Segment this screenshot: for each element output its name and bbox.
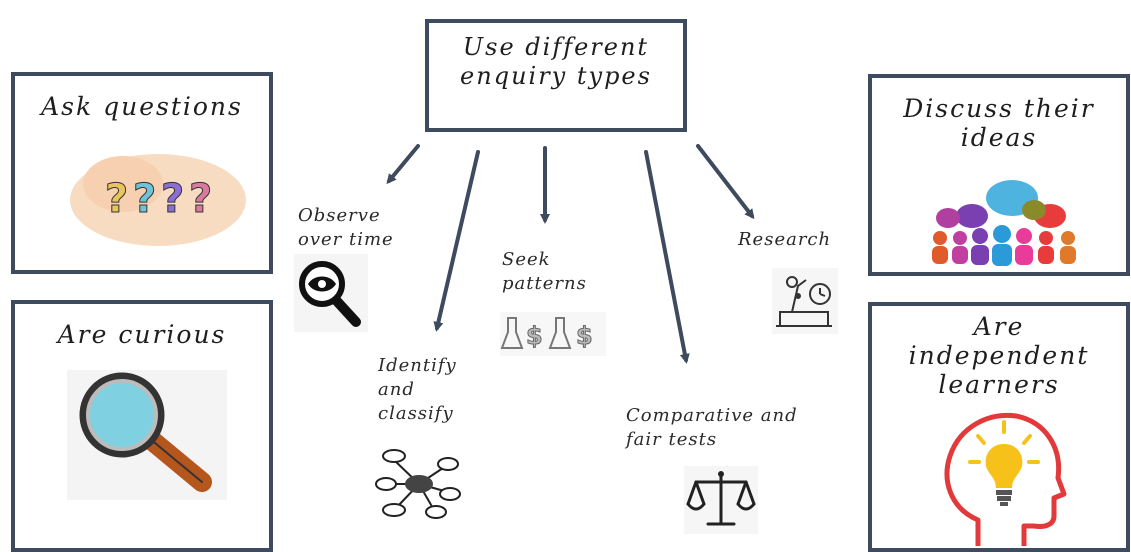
arrow-observe <box>386 144 420 185</box>
svg-text:?: ? <box>189 176 212 222</box>
seek-patterns-label: Seek patterns <box>502 249 587 294</box>
classify-tree-icon <box>375 449 461 519</box>
svg-text:?: ? <box>133 176 156 222</box>
independent-learners-box: Are independent learners <box>868 302 1130 552</box>
arrow-research <box>696 144 755 220</box>
ask-questions-title: Ask questions <box>41 92 243 121</box>
discuss-ideas-box: Discuss their ideas <box>868 74 1130 276</box>
question-marks-icon: ? ? ? ? <box>70 154 246 246</box>
svg-text:$: $ <box>526 322 543 350</box>
people-talking-icon <box>932 180 1076 266</box>
magnifier-icon <box>67 370 227 500</box>
lightbulb-head-icon <box>944 412 1067 546</box>
center-title: Use different enquiry types <box>460 33 652 90</box>
balance-scale-icon <box>684 466 758 534</box>
are-curious-box: Are curious <box>11 300 273 552</box>
arrow-identify <box>433 150 480 332</box>
svg-text:$: $ <box>576 322 593 350</box>
arrow-comparative <box>644 150 690 364</box>
svg-text:?: ? <box>161 176 184 222</box>
center-box: Use different enquiry types <box>425 19 687 132</box>
research-icon <box>772 268 838 334</box>
research-label: Research <box>738 229 832 250</box>
identify-label: Identify and classify <box>378 355 457 424</box>
eye-magnifier-icon <box>294 254 368 332</box>
are-curious-title: Are curious <box>57 320 227 349</box>
observe-label: Observe over time <box>298 205 394 250</box>
ask-questions-box: Ask questions ? ? ? ? <box>11 72 273 274</box>
comparative-label: Comparative and fair tests <box>626 405 798 450</box>
pattern-icon: $ $ <box>500 312 606 356</box>
svg-text:?: ? <box>105 176 128 222</box>
discuss-ideas-title: Discuss their ideas <box>903 94 1095 152</box>
independent-learners-title: Are independent learners <box>908 312 1090 399</box>
